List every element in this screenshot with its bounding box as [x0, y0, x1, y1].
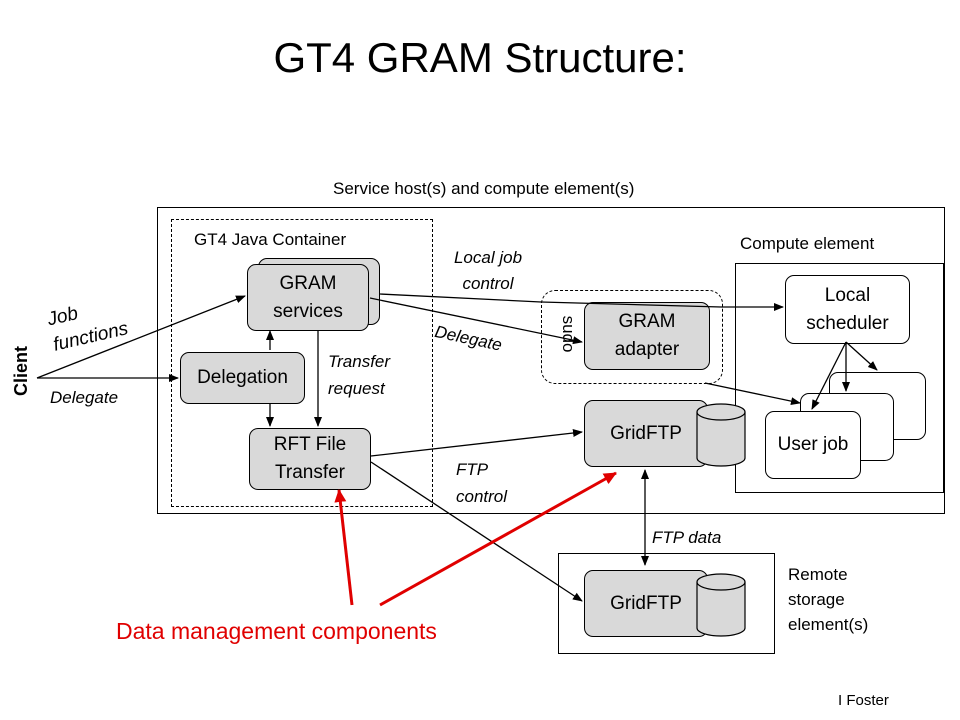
- service-host-label: Service host(s) and compute element(s): [333, 179, 635, 198]
- arrow-rft-gridftp-remote: [370, 461, 583, 602]
- compute-element-box: [735, 263, 944, 493]
- page-title: GT4 GRAM Structure:: [273, 34, 687, 81]
- local-scheduler-box: Local scheduler: [785, 275, 910, 344]
- arrow-scheduler-job1: [811, 341, 847, 410]
- gram-adapter-box: GRAM adapter: [584, 302, 710, 370]
- delegation-box: Delegation: [180, 352, 305, 404]
- service-host-box: [157, 207, 945, 514]
- remote-storage-box: [558, 553, 775, 654]
- transfer-request-label: Transfer request: [328, 352, 391, 398]
- arrow-scheduler-job3: [845, 341, 878, 371]
- compute-element-label: Compute element: [740, 234, 875, 253]
- user-job-box: User job: [765, 411, 861, 479]
- annotation-arrow-gridftp: [379, 471, 617, 607]
- container-label: GT4 Java Container: [194, 230, 347, 249]
- rft-box: RFT File Transfer: [249, 428, 371, 490]
- annotation-arrow-rft: [334, 489, 354, 606]
- ftp-control-label: FTP control: [456, 460, 508, 506]
- storage-cylinder-remote: [696, 573, 746, 637]
- gram-services-box: GRAM services: [247, 264, 369, 331]
- gridftp-remote-box: GridFTP: [584, 570, 708, 637]
- arrow-gram-adapter: [369, 297, 583, 345]
- local-job-control-label: Local job control: [453, 248, 523, 293]
- credit-label: I Foster: [838, 692, 889, 709]
- remote-storage-label: Remote storage element(s): [788, 565, 869, 634]
- gridftp-host-box: GridFTP: [584, 400, 708, 467]
- sudo-group-box: [541, 290, 723, 384]
- delegate-client-label: Delegate: [50, 388, 119, 407]
- annotation-label: Data management components: [116, 618, 437, 644]
- line-gram-sudo: [379, 293, 722, 308]
- arrow-rft-gridftp-host: [370, 429, 583, 457]
- arrow-client-gram: [36, 295, 246, 379]
- java-container-box: [171, 219, 433, 507]
- storage-cylinder-host: [696, 403, 746, 467]
- arrow-sudo-userjob: [704, 382, 801, 406]
- ftp-data-label: FTP data: [652, 528, 722, 547]
